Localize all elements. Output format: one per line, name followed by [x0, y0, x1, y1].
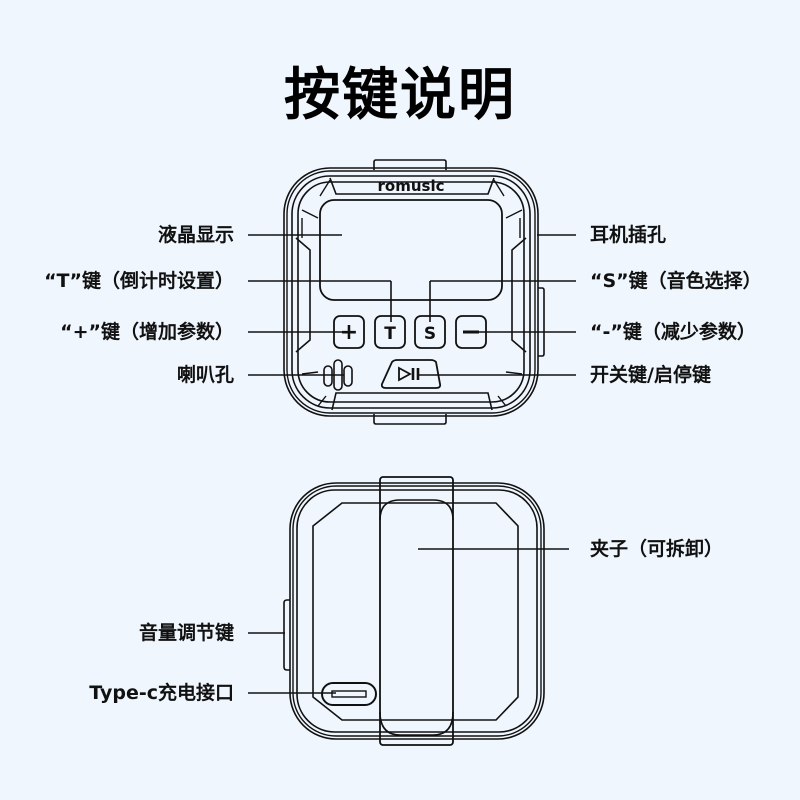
- label-t-key: “T”键（倒计时设置）: [44, 270, 234, 292]
- label-clip: 夹子（可拆卸）: [590, 538, 724, 560]
- s-icon: S: [424, 324, 436, 344]
- label-plus-key: “+”键（增加参数）: [60, 321, 234, 343]
- label-headphone-jack: 耳机插孔: [590, 224, 667, 246]
- label-speaker: 喇叭孔: [176, 364, 234, 386]
- label-power-key: 开关键/启停键: [590, 364, 711, 386]
- label-type-c-port: Type-c充电接口: [89, 682, 234, 704]
- brand-logo: romusic: [378, 177, 445, 195]
- label-minus-key: “-”键（减少参数）: [590, 321, 756, 343]
- t-button: [374, 315, 406, 349]
- t-icon: T: [384, 324, 396, 344]
- front-device: [283, 159, 545, 425]
- page-title: 按键说明: [284, 63, 516, 128]
- label-volume-key: 音量调节键: [138, 622, 234, 644]
- label-lcd: 液晶显示: [157, 224, 234, 246]
- plus-icon: +: [340, 320, 358, 345]
- play-pause-button: [380, 359, 442, 389]
- label-s-key: “S”键（音色选择）: [590, 270, 762, 292]
- back-device: [283, 476, 545, 746]
- clip: [379, 476, 454, 746]
- play-pause-icon: [398, 366, 420, 382]
